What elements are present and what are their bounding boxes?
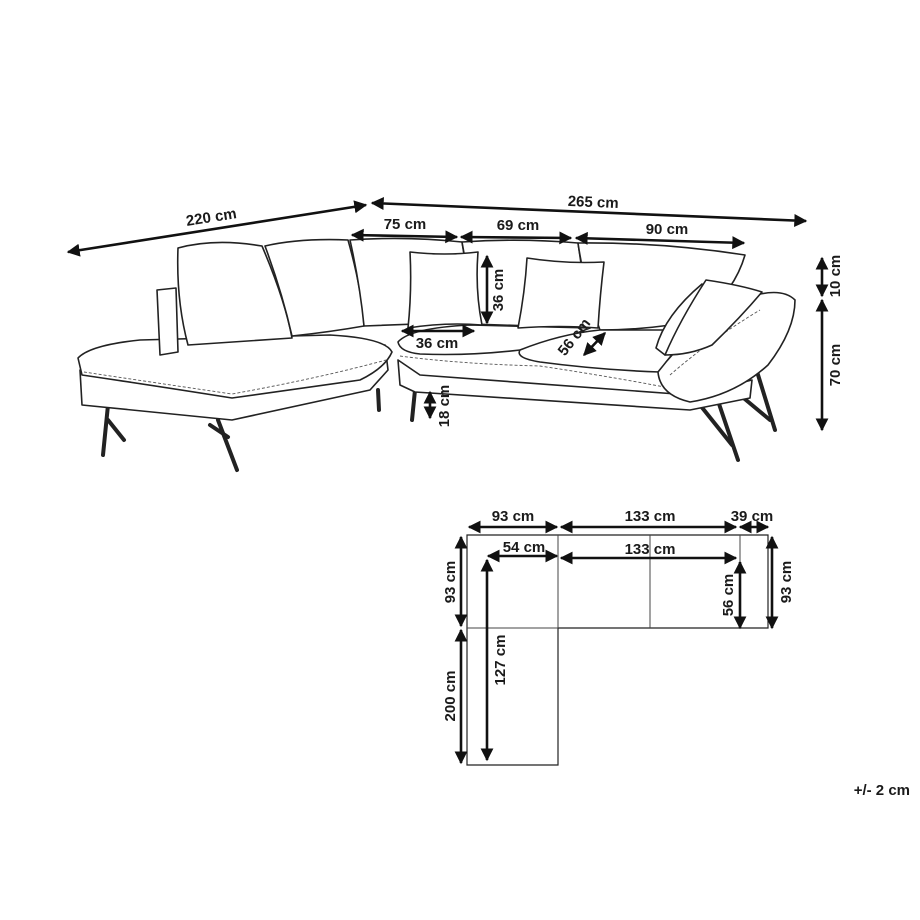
- dim-plan-39: 39 cm: [731, 508, 774, 525]
- left-arm: [156, 287, 179, 356]
- plan-dimensions: 93 cm 133 cm 39 cm 54 cm 133 cm 93 cm 20…: [442, 508, 795, 765]
- sofa-legs: [101, 363, 777, 472]
- plan-outline: [466, 534, 769, 766]
- dim-18: 18 cm: [436, 385, 453, 428]
- dim-plan-93-right: 93 cm: [778, 561, 795, 604]
- chaise-cushion: [77, 334, 393, 399]
- dim-plan-56: 56 cm: [720, 574, 737, 617]
- sofa-illustration: [77, 237, 796, 472]
- dim-plan-54: 54 cm: [503, 539, 546, 556]
- throw-pillow-1: [407, 251, 483, 329]
- dim-plan-127: 127 cm: [492, 635, 509, 686]
- plan-view: [466, 534, 769, 766]
- dim-70: 70 cm: [827, 344, 844, 387]
- dim-10: 10 cm: [827, 255, 844, 298]
- dim-265: 265 cm: [567, 193, 619, 212]
- dim-plan-93-top: 93 cm: [492, 508, 535, 525]
- sofa-dimensions: 220 cm 265 cm 75 cm 69 cm 90 cm 36 cm 36…: [66, 193, 844, 432]
- dim-plan-93-left: 93 cm: [442, 561, 459, 604]
- dim-36-horizontal: 36 cm: [416, 335, 459, 352]
- dim-90: 90 cm: [646, 221, 689, 238]
- dim-plan-200: 200 cm: [442, 671, 459, 722]
- main-base: [397, 359, 753, 411]
- tolerance-note: +/- 2 cm: [854, 782, 910, 799]
- dim-69: 69 cm: [497, 217, 540, 234]
- throw-pillow-2: [517, 257, 605, 329]
- dim-plan-133-inner: 133 cm: [625, 541, 676, 558]
- dim-plan-133-top: 133 cm: [625, 508, 676, 525]
- dim-36-vertical: 36 cm: [490, 269, 507, 312]
- throw-pillow-4: [664, 279, 763, 356]
- dim-75: 75 cm: [384, 216, 427, 233]
